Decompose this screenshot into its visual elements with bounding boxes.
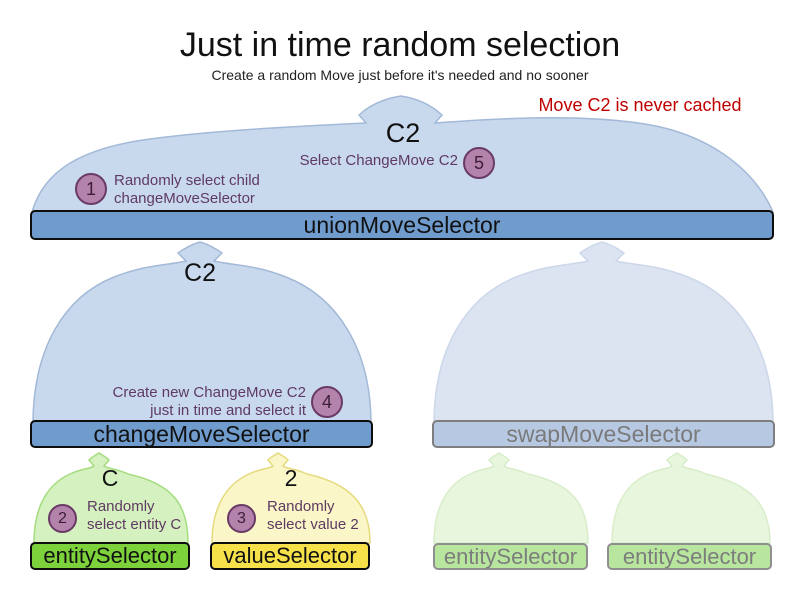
faded-entity-selector-bar-right: entitySelector bbox=[607, 543, 772, 570]
step-2-text-line1: Randomly bbox=[87, 498, 155, 515]
step-1-number: 1 bbox=[85, 178, 96, 199]
note-move-c2-never-cached: Move C2 is never cached bbox=[538, 95, 742, 115]
change-move-selector-label: changeMoveSelector bbox=[93, 420, 310, 447]
entity-selector-label: entitySelector bbox=[43, 543, 177, 568]
change-funnel-arrow-shape bbox=[32, 241, 372, 422]
change-arrow-label: C2 bbox=[184, 259, 216, 287]
value-selector-bar: valueSelector bbox=[210, 542, 370, 570]
step-4-text-line2: just in time and select it bbox=[150, 401, 306, 419]
step-4-annotation: Create new ChangeMove C2 just in time an… bbox=[104, 384, 306, 419]
step-3-text-line2: select value 2 bbox=[267, 515, 359, 533]
entity-arrow-label: C bbox=[101, 465, 119, 491]
union-arrow-label: C2 bbox=[385, 118, 421, 148]
faded-entity-selector-bar-left: entitySelector bbox=[433, 543, 588, 570]
step-3-text-line1: Randomly bbox=[267, 498, 335, 515]
page-subtitle: Create a random Move just before it's ne… bbox=[211, 67, 589, 83]
page-title: Just in time random selection bbox=[179, 26, 621, 64]
step-2-annotation: Randomly select entity C bbox=[87, 498, 227, 533]
swap-funnel-arrow-shape bbox=[433, 241, 774, 422]
value-selector-label: valueSelector bbox=[223, 543, 357, 568]
step-1-text-line2: changeMoveSelector bbox=[114, 189, 255, 207]
step-5-badge: 5 bbox=[463, 147, 495, 179]
step-5-annotation: Select ChangeMove C2 bbox=[278, 152, 458, 170]
swap-move-selector-label: swapMoveSelector bbox=[506, 420, 701, 447]
swap-move-selector-bar: swapMoveSelector bbox=[432, 420, 775, 448]
step-5-text-line1: Select ChangeMove C2 bbox=[299, 152, 458, 169]
union-move-selector-label: unionMoveSelector bbox=[303, 211, 501, 238]
union-move-selector-bar: unionMoveSelector bbox=[30, 210, 774, 240]
step-5-number: 5 bbox=[473, 152, 484, 173]
faded-entity-funnel-right-shape bbox=[611, 452, 771, 544]
step-4-badge: 4 bbox=[311, 386, 343, 418]
faded-entity-selector-left-label: entitySelector bbox=[443, 543, 578, 569]
faded-entity-selector-right-label: entitySelector bbox=[622, 543, 757, 569]
step-3-annotation: Randomly select value 2 bbox=[267, 498, 407, 533]
change-move-selector-bar: changeMoveSelector bbox=[30, 420, 373, 448]
step-1-badge: 1 bbox=[75, 173, 107, 205]
faded-entity-funnel-left-shape bbox=[433, 452, 589, 544]
step-1-annotation: Randomly select child changeMoveSelector bbox=[114, 172, 334, 207]
step-2-text-line2: select entity C bbox=[87, 515, 182, 533]
step-3-number: 3 bbox=[237, 509, 246, 527]
step-1-text-line1: Randomly select child bbox=[114, 172, 260, 189]
step-2-badge: 2 bbox=[48, 504, 77, 533]
union-funnel-arrow-shape bbox=[31, 95, 775, 213]
step-4-number: 4 bbox=[321, 391, 332, 412]
entity-selector-bar: entitySelector bbox=[30, 542, 190, 570]
step-3-badge: 3 bbox=[227, 504, 256, 533]
value-arrow-label: 2 bbox=[284, 465, 298, 491]
step-2-number: 2 bbox=[58, 509, 67, 527]
step-4-text-line1: Create new ChangeMove C2 bbox=[112, 384, 306, 401]
